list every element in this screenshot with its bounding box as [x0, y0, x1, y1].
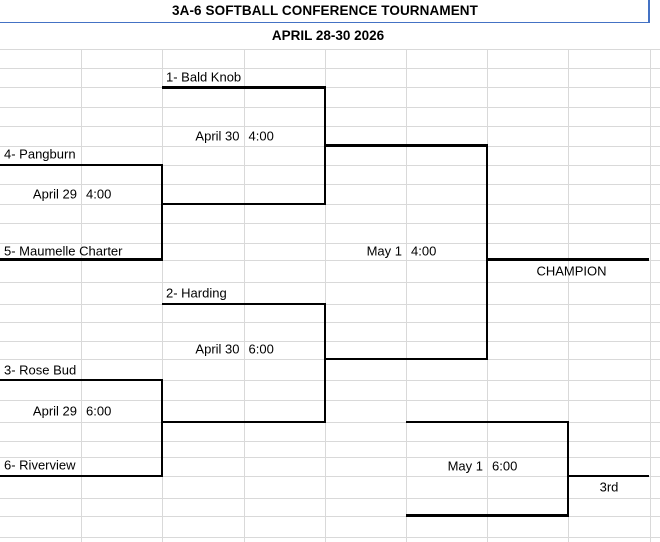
game-sf2-date: April 30 [195, 341, 240, 357]
sf1-connector [323, 86, 327, 206]
team-maumelle-charter: 5- Maumelle Charter [4, 243, 123, 258]
qf1-connector [160, 163, 164, 261]
tournament-title: 3A-6 SOFTBALL CONFERENCE TOURNAMENT [171, 3, 478, 18]
qf2-connector [160, 378, 164, 478]
game-qf1-date: April 29 [32, 186, 77, 201]
game-final-date: May 1 [366, 243, 402, 258]
champion-line [485, 258, 650, 261]
game-final-time: 4:00 [411, 243, 437, 258]
game-sf1-date: April 30 [195, 128, 240, 143]
tournament-dates: APRIL 28-30 2026 [271, 27, 385, 43]
riverview-line [0, 474, 164, 478]
game-third-date: May 1 [447, 458, 483, 474]
game-qf2-time: 6:00 [86, 403, 112, 418]
bald-knob-line [162, 86, 327, 89]
final-connector [485, 144, 489, 361]
qf2-winner-line [160, 420, 327, 424]
third-connector [566, 420, 570, 517]
third-top-line [406, 420, 570, 424]
rose-bud-line [0, 378, 164, 382]
sf1-winner-line [323, 144, 489, 147]
title-underline [0, 21, 650, 24]
game-sf2-time: 6:00 [248, 341, 274, 357]
champion-label: CHAMPION [536, 263, 607, 279]
game-sf1-time: 4:00 [248, 128, 274, 143]
game-third-time: 6:00 [492, 458, 518, 474]
third-winner-line [566, 474, 650, 478]
game-qf2-date: April 29 [32, 403, 77, 418]
sf2-winner-line [323, 357, 489, 361]
team-harding: 2- Harding [166, 285, 227, 300]
qf1-winner-line [160, 202, 327, 206]
team-riverview: 6- Riverview [4, 457, 76, 472]
team-rose-bud: 3- Rose Bud [4, 362, 77, 377]
maumelle-line [0, 258, 164, 261]
harding-line [162, 302, 327, 306]
third-bottom-line [406, 514, 570, 517]
third-place-label: 3rd [599, 479, 619, 495]
title-right-border [648, 0, 650, 23]
game-qf1-time: 4:00 [86, 186, 112, 201]
team-bald-knob: 1- Bald Knob [166, 69, 242, 84]
pangburn-line [0, 163, 164, 167]
sf2-connector [323, 302, 327, 424]
team-pangburn: 4- Pangburn [4, 146, 76, 162]
